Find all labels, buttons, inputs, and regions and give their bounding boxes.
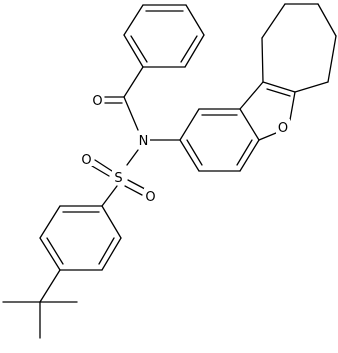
benzoyl-phenyl-ring bbox=[123, 4, 205, 68]
atom-carbonyl-oxygen: O bbox=[91, 92, 104, 109]
atom-amide-nitrogen: N bbox=[137, 132, 150, 149]
double-bond bbox=[124, 185, 143, 196]
sulfonyl-group bbox=[91, 149, 146, 207]
bond bbox=[258, 132, 277, 141]
bond bbox=[185, 4, 205, 36]
bond bbox=[239, 108, 260, 141]
bond bbox=[261, 37, 264, 83]
atom-label: N bbox=[139, 134, 149, 149]
double-bond bbox=[94, 159, 113, 172]
bond bbox=[123, 4, 144, 36]
bond bbox=[289, 91, 296, 121]
atom-label: O bbox=[92, 94, 102, 109]
bond bbox=[179, 139, 200, 172]
atom-label: O bbox=[81, 153, 91, 168]
bond bbox=[123, 96, 139, 131]
bond bbox=[262, 81, 296, 93]
bond bbox=[123, 66, 144, 98]
double-bond-inner bbox=[46, 237, 64, 265]
bond bbox=[39, 237, 61, 271]
atom-sulfonyl-oxygen-right: O bbox=[144, 188, 157, 205]
atom-label: S bbox=[114, 171, 122, 186]
double-bond-inner bbox=[236, 139, 253, 166]
bond bbox=[317, 3, 337, 37]
atom-label: O bbox=[278, 121, 288, 136]
dibenzofuran-benzene-ring bbox=[179, 108, 260, 172]
bond bbox=[239, 81, 264, 110]
bond bbox=[101, 205, 122, 239]
furan-ring bbox=[239, 81, 296, 141]
carbonyl-group bbox=[104, 66, 144, 131]
bond bbox=[294, 81, 329, 93]
tolyl-phenyl-ring bbox=[39, 205, 122, 271]
bond bbox=[39, 269, 61, 303]
atom-sulfonyl-oxygen-left: O bbox=[80, 151, 93, 168]
double-bond bbox=[127, 179, 146, 190]
bond bbox=[184, 34, 205, 68]
bond bbox=[261, 3, 286, 39]
bond bbox=[239, 139, 260, 172]
bond-n-s bbox=[126, 149, 139, 166]
double-bond-inner bbox=[180, 35, 198, 63]
bond bbox=[123, 34, 144, 68]
double-bond-inner bbox=[98, 237, 115, 265]
bond bbox=[179, 108, 200, 141]
bond bbox=[39, 205, 61, 239]
bond bbox=[101, 237, 122, 271]
double-bond-inner bbox=[186, 139, 203, 166]
bond-s-aryl bbox=[101, 185, 118, 207]
atom-label: O bbox=[145, 190, 155, 205]
bond bbox=[327, 35, 337, 83]
atom-furan-oxygen: O bbox=[276, 119, 290, 136]
double-bond-inner bbox=[130, 35, 148, 63]
cyclohexene-ring bbox=[261, 3, 337, 93]
tert-butyl-group bbox=[2, 269, 78, 339]
atom-sulfur: S bbox=[112, 169, 125, 186]
double-bond-inner bbox=[266, 88, 291, 97]
double-bond bbox=[91, 165, 110, 177]
